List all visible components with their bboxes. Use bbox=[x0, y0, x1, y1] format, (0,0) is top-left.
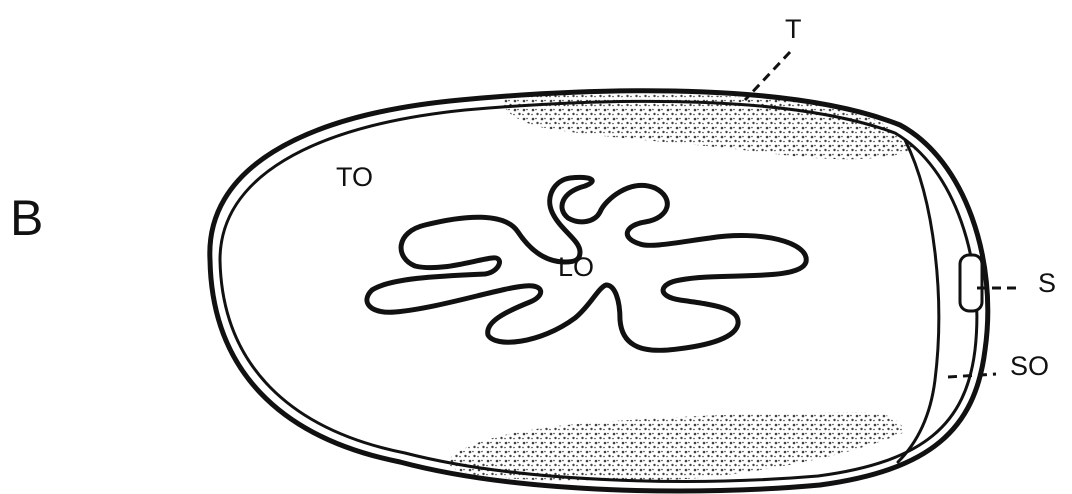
so-boundary bbox=[898, 140, 939, 462]
label-to: TO bbox=[336, 162, 373, 192]
label-so: SO bbox=[1010, 351, 1049, 381]
lower-stippled-region bbox=[448, 412, 905, 481]
leader-so bbox=[948, 374, 996, 377]
label-s: S bbox=[1038, 268, 1056, 298]
label-lo: LO bbox=[558, 252, 594, 282]
panel-letter: B bbox=[10, 190, 43, 246]
label-t: T bbox=[785, 14, 802, 44]
s-structure bbox=[960, 255, 982, 311]
